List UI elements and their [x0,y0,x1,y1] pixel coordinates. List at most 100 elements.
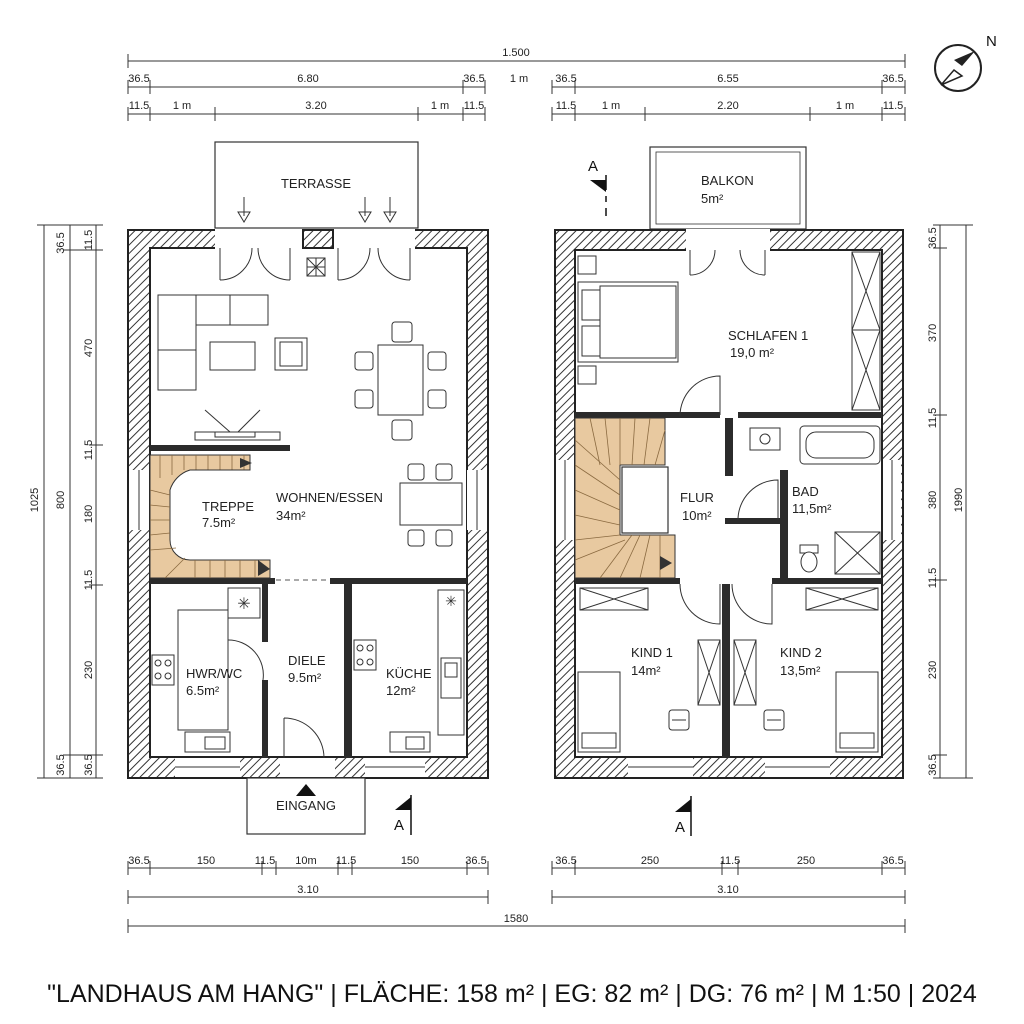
staircase-icon [149,454,271,579]
dim-label: 11.5 [83,440,95,461]
kitchen-name: KÜCHE [386,666,432,681]
north-label: N [986,33,997,50]
dim-label: 11.5 [556,100,577,112]
corridor-area: 10m² [682,508,712,523]
right-dimension-labels: 36.5 370 11.5 380 11.5 230 36.5 1990 [927,227,965,775]
slope-arrow-icon [237,197,397,223]
wardrobe-icon [851,251,881,411]
interior-walls [575,412,882,758]
plan-caption: "LANDHAUS AM HANG" | FLÄCHE: 158 m² | EG… [47,980,977,1008]
kitchen-table-icon [399,463,463,547]
dim-label: 1990 [953,488,965,512]
dim-label: 1025 [29,488,41,512]
balcony-area [649,146,807,230]
staircase-icon [574,417,676,579]
ceiling-light-icon [306,257,326,277]
section-label: A [588,158,598,175]
corridor-name: FLUR [680,490,714,505]
dim-label: 11.5 [927,568,939,589]
top-dimension-labels: 1.500 36.5 6.80 36.5 1 m 36.5 6.55 36.5 … [128,47,903,112]
dim-label: 11.5 [883,100,904,112]
top-dimensions [127,54,906,121]
dim-label: 800 [55,491,67,509]
bedroom-door [679,375,721,417]
terrace-label: TERRASSE [281,176,351,191]
balcony-area-label: 5m² [701,191,724,206]
left-dimension-labels: 36.5 11.5 470 11.5 180 11.5 230 36.5 36.… [29,230,95,776]
kind2-door [731,583,773,625]
section-label: A [394,817,404,834]
dim-label: 36.5 [83,754,95,775]
bathroom-name: BAD [792,484,819,499]
dim-label: 6.55 [717,73,738,85]
balcony-doors [689,249,766,276]
dim-label: 36.5 [555,855,576,867]
svg-text:✳: ✳ [445,593,457,609]
dim-label: 36.5 [555,73,576,85]
dim-label: 11.5 [720,855,741,867]
dim-label: 250 [641,855,659,867]
utility-area: 6.5m² [186,683,220,698]
balcony-name: BALKON [701,173,754,188]
wall-pillar [302,229,334,249]
upper-floor-plan: BALKON 5m² A [554,146,904,836]
svg-text:✳: ✳ [237,596,250,613]
diele-door [283,717,325,759]
kind1-furniture [577,587,721,753]
hall-name: DIELE [288,653,326,668]
kid2-area: 13,5m² [780,663,821,678]
dim-label: 36.5 [463,73,484,85]
dim-label: 1 m [431,100,449,112]
dim-label: 11.5 [129,100,150,112]
bath-fixtures [749,425,881,575]
dining-table-icon [354,321,447,441]
dim-label: 250 [797,855,815,867]
kid1-area: 14m² [631,663,661,678]
dim-label: 11.5 [336,855,357,867]
kitchen-fixtures: ✳ [353,589,465,753]
dim-label: 380 [927,491,939,509]
stair-name: TREPPE [202,499,254,514]
bottom-dimensions [127,861,906,933]
terrace-doors [219,247,411,281]
left-dimensions [37,224,103,779]
kind1-door [679,583,721,625]
dim-label: 370 [927,324,939,342]
dim-label: 1 m [173,100,191,112]
dim-label: 150 [197,855,215,867]
dim-label: 36.5 [55,232,67,253]
dim-label: 1 m [602,100,620,112]
stair-area: 7.5m² [202,515,236,530]
dim-label: 470 [83,339,95,357]
living-room-name: WOHNEN/ESSEN [276,490,383,505]
bedroom-area: 19,0 m² [730,345,775,360]
bath-door [737,479,779,521]
section-label: A [675,819,685,836]
kid2-name: KIND 2 [780,645,822,660]
section-marker-icon: A [588,158,607,216]
right-dimensions [933,224,973,779]
ground-floor-plan: TERRASSE [127,141,489,835]
dim-label: 11.5 [83,230,95,251]
dim-label: 10m [295,855,316,867]
dim-label: 6.80 [297,73,318,85]
hall-area: 9.5m² [288,670,322,685]
dim-label: 36.5 [882,73,903,85]
dim-label: 11.5 [83,570,95,591]
dim-label: 3.20 [305,100,326,112]
hwr-fixtures: ✳ [151,587,261,753]
utility-name: HWR/WC [186,666,242,681]
dim-label: 11.5 [255,855,276,867]
dim-label: 1 m [510,73,528,85]
dim-label: 11.5 [927,408,939,429]
entrance-label: EINGANG [276,798,336,813]
tv-icon [194,409,281,441]
bathroom-area: 11,5m² [792,501,832,516]
double-bed-icon [577,255,679,385]
dim-label: 36.5 [927,227,939,248]
dim-label: 36.5 [465,855,486,867]
dim-label: 3.10 [717,884,738,896]
interior-walls [150,445,467,758]
kind2-furniture [733,587,879,753]
